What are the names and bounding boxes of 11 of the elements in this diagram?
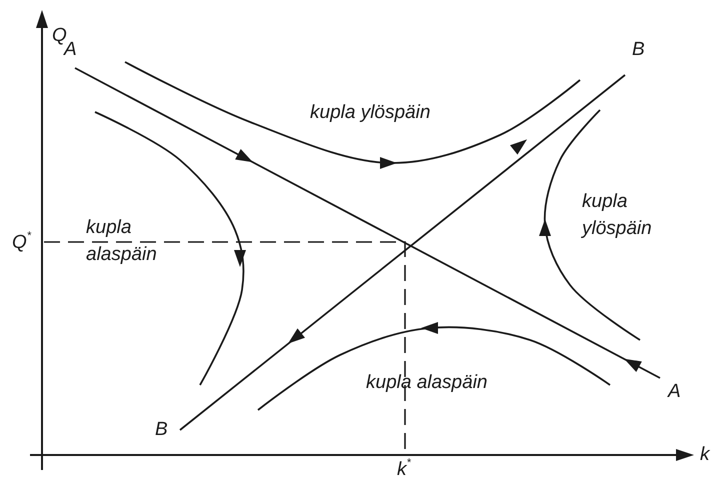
curve-label: B — [632, 38, 645, 62]
region-label: kupla ylöspäin — [310, 101, 430, 125]
axis-label: k — [700, 443, 710, 467]
axis-value-label: Q$^{*}$ — [12, 229, 32, 255]
region-label: kupla alaspäin — [86, 216, 158, 267]
region-label: kupla ylöspäin — [582, 190, 653, 241]
axis-value-label: k$^{*}$ — [397, 456, 411, 482]
region-label: kupla alaspäin — [366, 371, 488, 395]
curve-label: A — [64, 39, 77, 62]
curve-label: A — [668, 380, 681, 404]
curve-label: B — [155, 418, 168, 442]
